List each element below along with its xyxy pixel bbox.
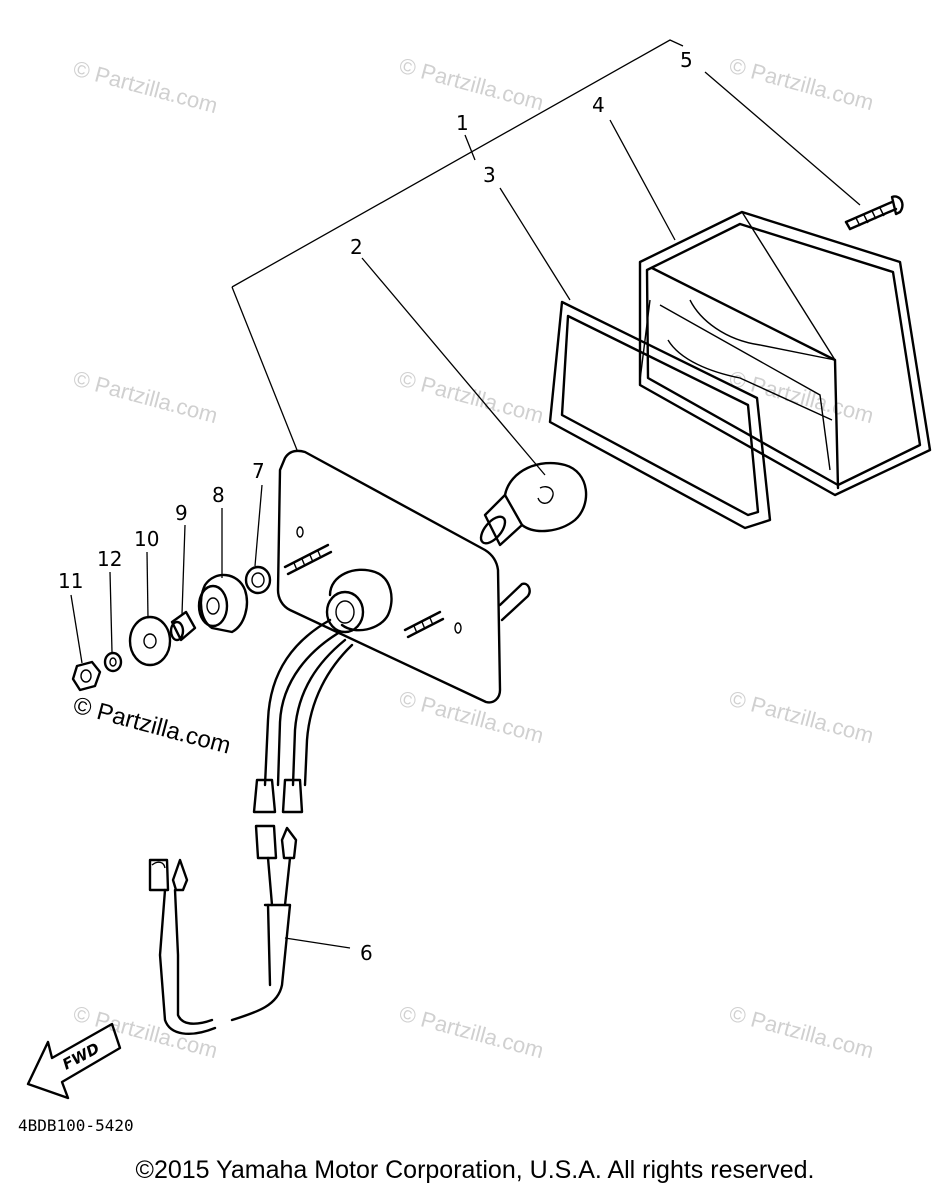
watermark-2: © Partzilla.com [397, 53, 547, 116]
drawing-code: 4BDB100-5420 [18, 1116, 134, 1135]
callout-5: 5 [680, 48, 693, 72]
watermark-11: © Partzilla.com [727, 1001, 877, 1064]
callout-9: 9 [175, 501, 188, 525]
gasket-part-3 [548, 300, 772, 530]
bulb-part-2 [479, 461, 588, 547]
assembly-brackets [231, 39, 684, 451]
callout-7: 7 [252, 459, 265, 483]
base-plate-part-1 [276, 449, 531, 704]
callout-10: 10 [134, 527, 159, 551]
lens-housing-part-4 [638, 210, 932, 497]
grommet-part-8 [197, 573, 249, 634]
watermark-8: © Partzilla.com [727, 686, 877, 749]
callout-1: 1 [456, 111, 469, 135]
callout-4: 4 [592, 93, 605, 117]
watermark-5: © Partzilla.com [397, 366, 547, 429]
callout-6: 6 [360, 941, 373, 965]
wire-leads [252, 618, 354, 860]
harness-part-6 [148, 856, 292, 1036]
watermark-3: © Partzilla.com [727, 53, 877, 116]
callout-12: 12 [97, 547, 122, 571]
callout-11: 11 [58, 569, 83, 593]
lockwasher-part-12 [103, 651, 123, 673]
watermarks: © Partzilla.com © Partzilla.com © Partzi… [70, 53, 876, 1064]
watermark-4: © Partzilla.com [71, 366, 221, 429]
callouts: 1 2 3 4 5 6 7 8 9 10 11 12 [58, 48, 693, 965]
callout-2: 2 [350, 235, 363, 259]
collar-part-9 [169, 610, 197, 642]
fwd-arrow-icon: FWD [26, 1022, 122, 1100]
callout-8: 8 [212, 483, 225, 507]
nut-part-11 [71, 660, 102, 692]
copyright-notice: ©2015 Yamaha Motor Corporation, U.S.A. A… [135, 1156, 815, 1184]
screw-part-5 [844, 195, 904, 231]
watermark-1: © Partzilla.com [71, 56, 221, 119]
callout-3: 3 [483, 163, 496, 187]
washer-part-10 [128, 615, 172, 667]
washer-part-7 [244, 565, 272, 595]
leader-lines [70, 71, 861, 949]
fwd-label: FWD [59, 1039, 102, 1073]
watermark-prominent: © Partzilla.com [70, 692, 233, 760]
watermark-10: © Partzilla.com [397, 1001, 547, 1064]
